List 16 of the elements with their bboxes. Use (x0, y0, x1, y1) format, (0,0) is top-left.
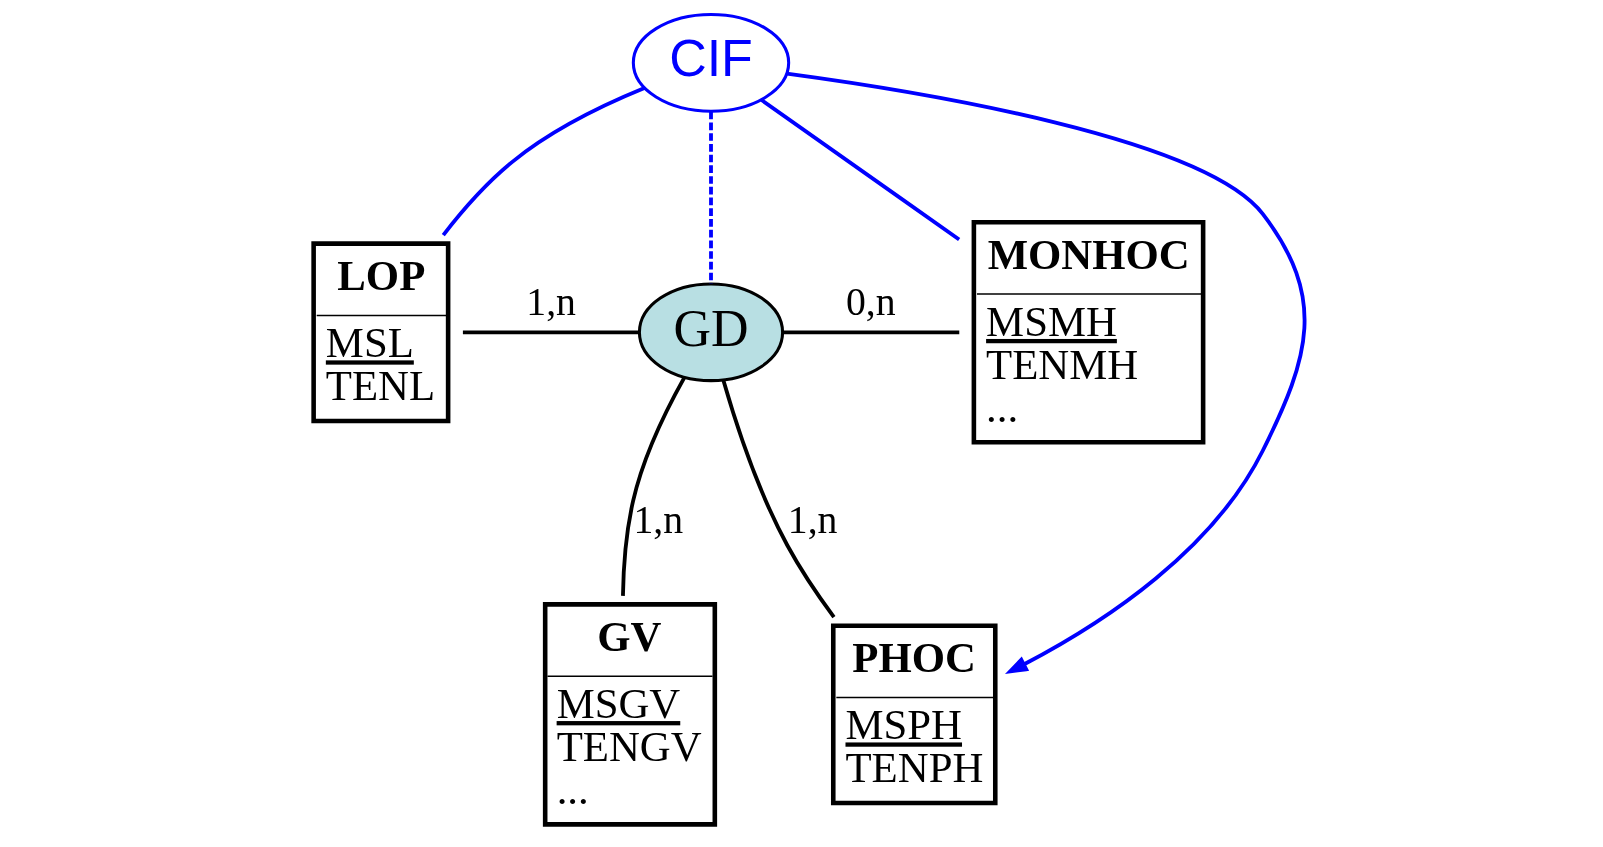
connector (781, 330, 959, 335)
node-box: PHOC MSPH TENPH (830, 623, 998, 806)
edge-label: 0,n (845, 280, 896, 325)
connector (441, 86, 645, 237)
connector (462, 330, 639, 335)
node-ellipse: GD (637, 282, 784, 383)
connector (620, 376, 686, 596)
edge-label: 1,n (525, 280, 576, 325)
connector (708, 112, 713, 284)
connector (721, 380, 835, 619)
edge-label: 1,n (632, 497, 683, 542)
node-ellipse: CIF (631, 12, 790, 113)
edge-label: 1,n (787, 497, 837, 542)
node-box: GV MSGV TENGV ... (542, 602, 717, 827)
arrow (786, 71, 1306, 675)
connector (759, 98, 960, 242)
